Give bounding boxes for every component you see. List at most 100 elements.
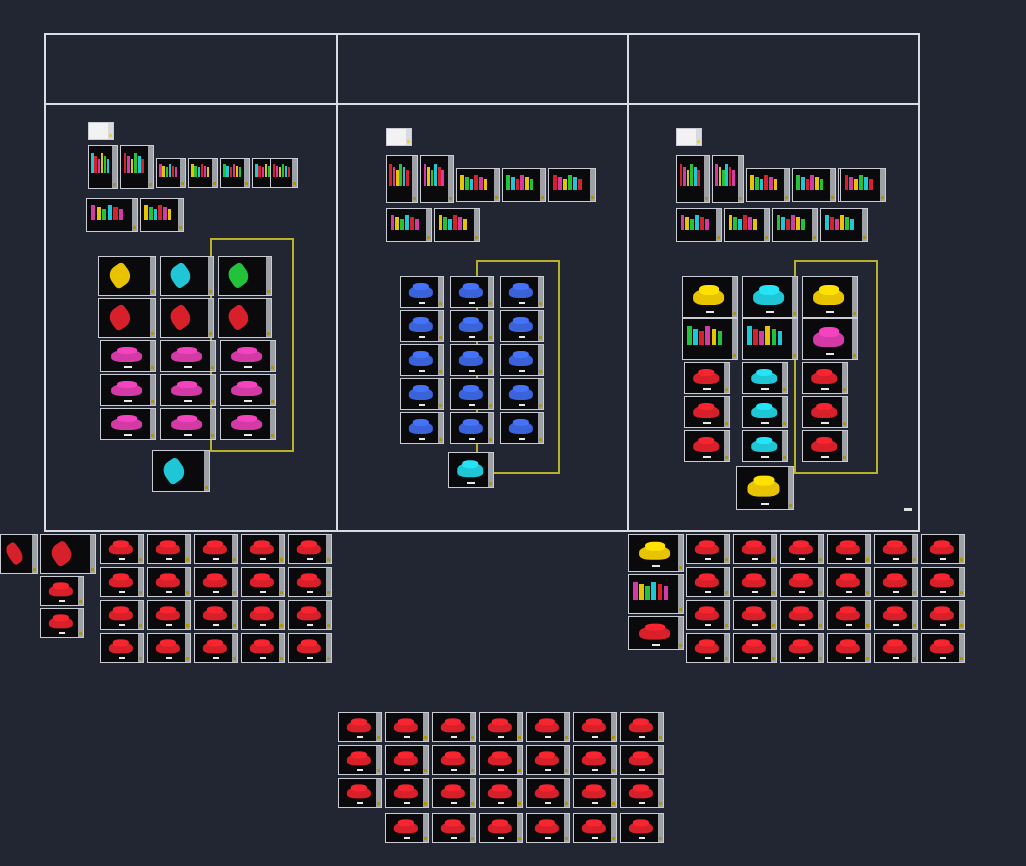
floor-plan-sheet[interactable]: [288, 534, 332, 564]
section-sheet[interactable]: [120, 145, 154, 189]
floor-plan-sheet[interactable]: [160, 374, 216, 406]
floor-plan-sheet[interactable]: [194, 567, 238, 597]
floor-plan-sheet[interactable]: [338, 745, 382, 775]
cover-sheet[interactable]: [88, 122, 114, 140]
floor-plan-sheet[interactable]: [733, 567, 777, 597]
floor-plan-sheet[interactable]: [780, 567, 824, 597]
floor-plan-sheet[interactable]: [742, 396, 788, 428]
floor-plan-sheet[interactable]: [385, 745, 429, 775]
floor-plan-sheet[interactable]: [500, 310, 544, 342]
floor-plan-sheet[interactable]: [479, 813, 523, 843]
floor-plan-sheet[interactable]: [802, 276, 858, 318]
floor-plan-sheet[interactable]: [147, 633, 191, 663]
section-sheet[interactable]: [140, 198, 184, 232]
drawing-sheet[interactable]: [218, 298, 272, 338]
floor-plan-sheet[interactable]: [736, 466, 794, 510]
floor-plan-sheet[interactable]: [620, 712, 664, 742]
floor-plan-sheet[interactable]: [874, 567, 918, 597]
floor-plan-sheet[interactable]: [733, 600, 777, 630]
floor-plan-sheet[interactable]: [241, 567, 285, 597]
floor-plan-sheet[interactable]: [400, 412, 444, 444]
floor-plan-sheet[interactable]: [288, 633, 332, 663]
floor-plan-sheet[interactable]: [921, 567, 965, 597]
floor-plan-sheet[interactable]: [147, 567, 191, 597]
floor-plan-sheet[interactable]: [500, 412, 544, 444]
floor-plan-sheet[interactable]: [620, 778, 664, 808]
floor-plan-sheet[interactable]: [241, 600, 285, 630]
floor-plan-sheet[interactable]: [802, 430, 848, 462]
section-sheet[interactable]: [724, 208, 770, 242]
floor-plan-sheet[interactable]: [385, 778, 429, 808]
drawing-sheet[interactable]: [218, 256, 272, 296]
floor-plan-sheet[interactable]: [147, 534, 191, 564]
floor-plan-sheet[interactable]: [400, 276, 444, 308]
section-sheet[interactable]: [86, 198, 138, 232]
section-sheet[interactable]: [840, 168, 886, 202]
floor-plan-sheet[interactable]: [620, 813, 664, 843]
section-sheet[interactable]: [772, 208, 818, 242]
floor-plan-sheet[interactable]: [827, 567, 871, 597]
floor-plan-sheet[interactable]: [780, 633, 824, 663]
section-sheet[interactable]: [712, 155, 744, 203]
floor-plan-sheet[interactable]: [100, 408, 156, 440]
section-sheet[interactable]: [88, 145, 118, 189]
floor-plan-sheet[interactable]: [573, 712, 617, 742]
drawing-sheet[interactable]: [152, 450, 210, 492]
floor-plan-sheet[interactable]: [479, 712, 523, 742]
section-sheet[interactable]: [502, 168, 546, 202]
section-sheet[interactable]: [742, 318, 798, 360]
section-sheet[interactable]: [682, 318, 738, 360]
floor-plan-sheet[interactable]: [220, 374, 276, 406]
floor-plan-sheet[interactable]: [921, 633, 965, 663]
floor-plan-sheet[interactable]: [100, 340, 156, 372]
floor-plan-sheet[interactable]: [100, 534, 144, 564]
floor-plan-sheet[interactable]: [686, 567, 730, 597]
drawing-sheet[interactable]: [98, 256, 156, 296]
floor-plan-sheet[interactable]: [686, 534, 730, 564]
floor-plan-sheet[interactable]: [742, 362, 788, 394]
section-sheet[interactable]: [820, 208, 868, 242]
floor-plan-sheet[interactable]: [827, 534, 871, 564]
floor-plan-sheet[interactable]: [147, 600, 191, 630]
floor-plan-sheet[interactable]: [500, 344, 544, 376]
floor-plan-sheet[interactable]: [194, 600, 238, 630]
floor-plan-sheet[interactable]: [733, 534, 777, 564]
section-sheet[interactable]: [628, 574, 684, 614]
section-sheet[interactable]: [676, 208, 722, 242]
section-sheet[interactable]: [676, 155, 710, 203]
floor-plan-sheet[interactable]: [432, 778, 476, 808]
floor-plan-sheet[interactable]: [385, 712, 429, 742]
floor-plan-sheet[interactable]: [400, 378, 444, 410]
floor-plan-sheet[interactable]: [479, 778, 523, 808]
floor-plan-sheet[interactable]: [194, 633, 238, 663]
floor-plan-sheet[interactable]: [827, 633, 871, 663]
floor-plan-sheet[interactable]: [432, 712, 476, 742]
floor-plan-sheet[interactable]: [742, 276, 798, 318]
floor-plan-sheet[interactable]: [432, 813, 476, 843]
floor-plan-sheet[interactable]: [432, 745, 476, 775]
section-sheet[interactable]: [270, 158, 298, 188]
drawing-sheet[interactable]: [98, 298, 156, 338]
section-sheet[interactable]: [434, 208, 480, 242]
floor-plan-sheet[interactable]: [780, 600, 824, 630]
floor-plan-sheet[interactable]: [684, 430, 730, 462]
floor-plan-sheet[interactable]: [450, 276, 494, 308]
floor-plan-sheet[interactable]: [450, 310, 494, 342]
cover-sheet[interactable]: [676, 128, 702, 146]
section-sheet[interactable]: [188, 158, 218, 188]
floor-plan-sheet[interactable]: [220, 340, 276, 372]
floor-plan-sheet[interactable]: [573, 745, 617, 775]
floor-plan-sheet[interactable]: [628, 616, 684, 650]
floor-plan-sheet[interactable]: [288, 600, 332, 630]
floor-plan-sheet[interactable]: [526, 813, 570, 843]
cover-sheet[interactable]: [386, 128, 412, 146]
floor-plan-sheet[interactable]: [874, 534, 918, 564]
floor-plan-sheet[interactable]: [288, 567, 332, 597]
floor-plan-sheet[interactable]: [100, 600, 144, 630]
floor-plan-sheet[interactable]: [479, 745, 523, 775]
floor-plan-sheet[interactable]: [686, 600, 730, 630]
floor-plan-sheet[interactable]: [385, 813, 429, 843]
floor-plan-sheet[interactable]: [827, 600, 871, 630]
section-sheet[interactable]: [386, 155, 418, 203]
section-sheet[interactable]: [156, 158, 186, 188]
